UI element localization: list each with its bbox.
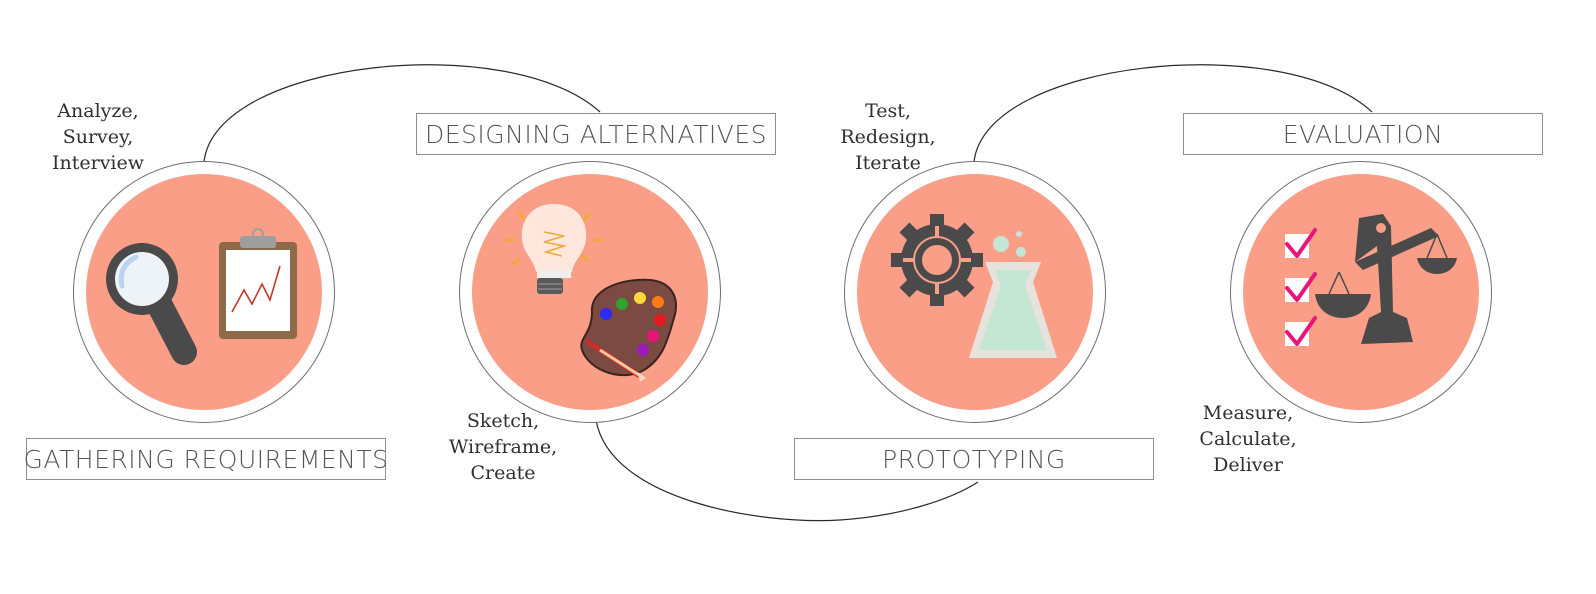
connector-curve-2 (595, 419, 979, 522)
phase-box-gathering-requirements: GATHERING REQUIREMENTS (23, 438, 389, 480)
stage-circle-designing (459, 161, 721, 423)
checklist-icon (1285, 228, 1317, 346)
balance-scale-icon (1315, 214, 1457, 344)
stage-circle-gathering (73, 161, 335, 423)
phase-title: DESIGNING ALTERNATIVES (424, 119, 768, 149)
activity-text: Measure, (1202, 402, 1294, 424)
clipboard-chart-icon (219, 228, 297, 339)
activity-text: Iterate (855, 152, 921, 174)
connector-curve-1 (203, 64, 601, 163)
activities-gathering: Analyze, Survey, Interview (38, 98, 158, 176)
prototyping-icons (891, 214, 1057, 358)
activities-designing: Sketch, Wireframe, Create (437, 408, 569, 486)
activity-text: Calculate, (1199, 428, 1297, 450)
gathering-icons (106, 228, 297, 365)
flask-icon (969, 231, 1057, 358)
activity-text: Wireframe, (448, 436, 558, 458)
connector-curve-3 (973, 64, 1373, 163)
paint-palette-icon (580, 278, 677, 382)
stage-circle-evaluation (1230, 161, 1492, 423)
activity-text: Redesign, (840, 126, 936, 148)
phase-title: GATHERING REQUIREMENTS (23, 444, 389, 474)
light-bulb-icon (504, 204, 604, 294)
stage-fill (1243, 174, 1479, 410)
evaluation-icons (1285, 214, 1457, 346)
activity-text: Deliver (1213, 454, 1283, 476)
activity-text: Interview (51, 152, 145, 174)
magnifying-glass-icon (106, 243, 197, 365)
activity-text: Sketch, (466, 410, 540, 432)
stage-circle-prototyping (844, 161, 1106, 423)
activity-text: Survey, (62, 126, 134, 148)
phase-box-prototyping: PROTOTYPING (794, 438, 1154, 480)
phase-title: PROTOTYPING (882, 444, 1066, 474)
activities-evaluation: Measure, Calculate, Deliver (1182, 400, 1314, 478)
designing-icons (504, 204, 677, 382)
phase-box-evaluation: EVALUATION (1183, 113, 1543, 155)
activity-text: Create (470, 462, 536, 484)
gear-icon (891, 214, 983, 306)
phase-title: EVALUATION (1282, 119, 1444, 149)
activities-prototyping: Test, Redesign, Iterate (828, 98, 948, 176)
phase-box-designing-alternatives: DESIGNING ALTERNATIVES (416, 113, 776, 155)
stage-fill (857, 174, 1093, 410)
activity-text: Analyze, (57, 100, 139, 122)
activity-text: Test, (865, 100, 911, 122)
